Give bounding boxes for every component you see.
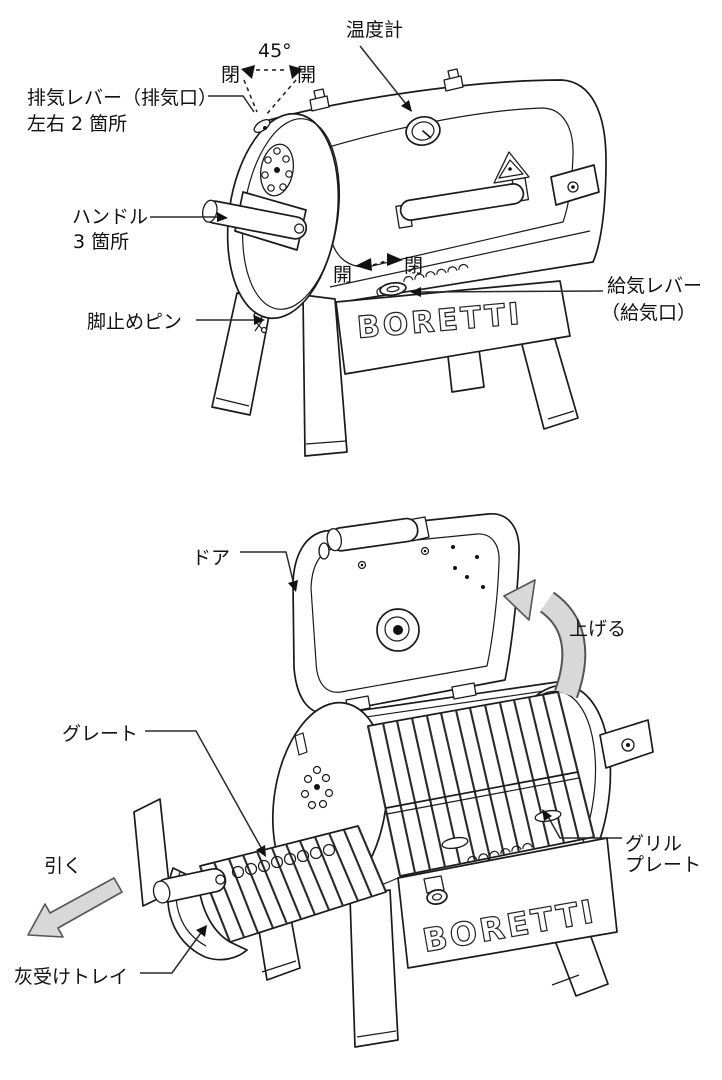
panel-serration bbox=[467, 842, 533, 863]
label-door: ドア bbox=[192, 547, 230, 569]
thermometer-gauge bbox=[405, 116, 441, 146]
warning-triangle-sticker bbox=[493, 151, 530, 184]
vent-slot bbox=[294, 732, 308, 756]
side-bracket bbox=[550, 164, 600, 206]
pull-arrow-icon bbox=[27, 877, 123, 938]
label-leg-pin: 脚止めピン bbox=[87, 311, 182, 333]
exhaust-lever-tab bbox=[253, 119, 271, 133]
exhaust-vent-rosette bbox=[259, 143, 295, 197]
label-grill-plate-line1: グリル bbox=[625, 833, 682, 855]
label-vent-closed: 閉 bbox=[221, 64, 240, 86]
label-intake-lever-line2: （給気口） bbox=[601, 302, 696, 324]
label-pull: 引く bbox=[44, 855, 82, 877]
lid-seam bbox=[329, 230, 591, 288]
label-exhaust-lever-line2: 左右 2 箇所 bbox=[27, 113, 127, 135]
lift-arrow-icon bbox=[503, 579, 587, 699]
intake-arrow-right-icon bbox=[387, 253, 403, 266]
figure-assembled-grill: BORETTI bbox=[27, 19, 702, 457]
vent-arrow-right-icon bbox=[289, 65, 303, 79]
label-thermometer: 温度計 bbox=[346, 19, 403, 41]
panel-latch bbox=[423, 875, 448, 905]
label-grate: グレート bbox=[62, 723, 138, 745]
door-vent-hole bbox=[376, 608, 420, 652]
charcoal-grate bbox=[199, 825, 387, 943]
label-grill-plate-line2: プレート bbox=[625, 854, 701, 876]
door-rivets bbox=[357, 545, 485, 589]
vent-arrow-left-icon bbox=[241, 65, 255, 79]
figure2-annotations: ドア 上げる グレート 引く グリル プレート 灰受けトレイ bbox=[14, 547, 701, 988]
label-45-degrees: 45° bbox=[258, 40, 292, 62]
front-panel: BORETTI bbox=[335, 263, 571, 375]
label-exhaust-lever-line1: 排気レバー（排気口） bbox=[27, 87, 217, 109]
ash-tray bbox=[133, 798, 387, 961]
front-panel: BORETTI bbox=[349, 837, 618, 969]
label-intake-open: 開 bbox=[333, 264, 352, 286]
tray-handle bbox=[152, 867, 227, 904]
lid-hinge-clamps bbox=[309, 68, 464, 112]
intake-arrow-left-icon bbox=[355, 258, 372, 271]
intake-lever bbox=[376, 281, 407, 297]
intake-serration bbox=[403, 263, 469, 283]
label-lift-up: 上げる bbox=[569, 618, 626, 640]
side-handle bbox=[202, 191, 308, 251]
label-intake-lever-line1: 給気レバー bbox=[607, 275, 702, 297]
side-bracket bbox=[599, 719, 654, 769]
label-intake-closed: 閉 bbox=[404, 255, 423, 277]
lid-handle bbox=[395, 177, 530, 229]
door-handle bbox=[318, 516, 430, 560]
label-ash-tray: 灰受けトレイ bbox=[14, 966, 128, 988]
figure1-annotations: 温度計 45° 閉 開 排気レバー（排気口） 左右 2 箇所 ハンドル 3 箇所… bbox=[27, 19, 702, 333]
figure-open-grill: BORETTI bbox=[14, 513, 701, 1048]
open-door bbox=[292, 513, 520, 715]
label-vent-open: 開 bbox=[297, 64, 316, 86]
exhaust-vent-rosette bbox=[300, 765, 334, 810]
label-handle-line2: 3 箇所 bbox=[73, 231, 129, 253]
grill-plates bbox=[366, 691, 596, 877]
label-handle-line1: ハンドル bbox=[72, 206, 148, 228]
